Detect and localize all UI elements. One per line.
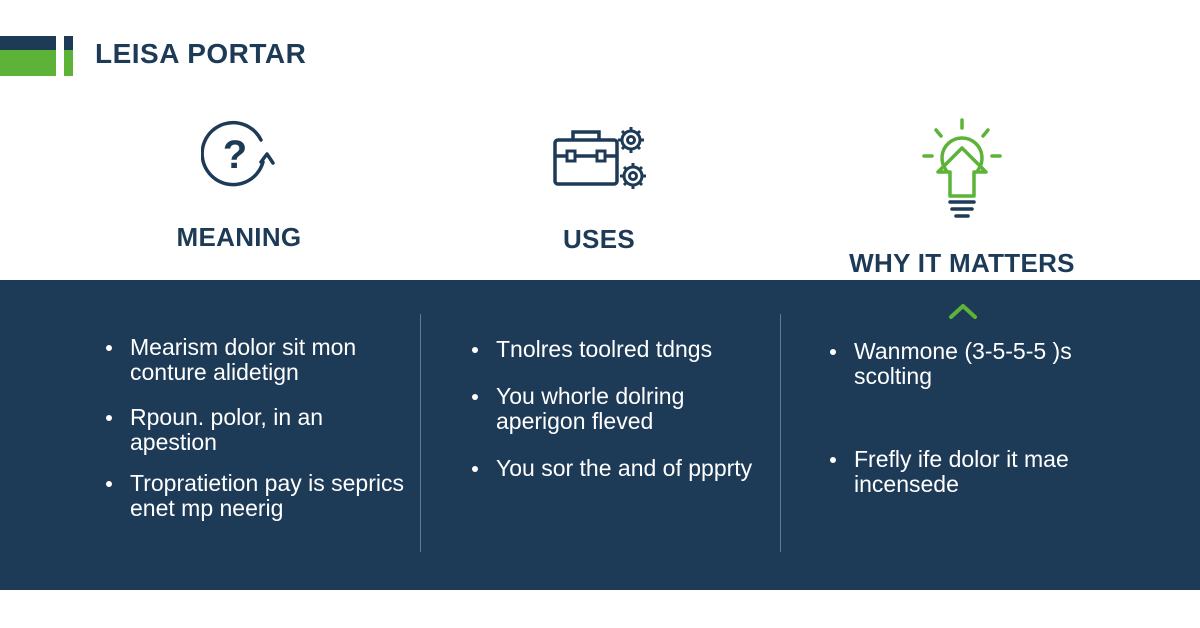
list-item: Frefly ife dolor it mae incensede — [830, 447, 1130, 497]
column-meaning-header: ? MEANING — [59, 118, 419, 253]
column-heading: USES — [562, 224, 635, 254]
column-heading: MEANING — [176, 222, 302, 252]
column-divider — [420, 314, 421, 552]
chevron-up-icon — [949, 304, 977, 319]
column-divider — [780, 314, 781, 552]
question-cycle-icon: ? — [201, 120, 275, 187]
why-bullet-list: Wanmone (3-5-5-5 )s scolting Frefly ife … — [830, 339, 1130, 497]
list-item: You whorle dolring aperigon fleved — [472, 384, 772, 434]
meaning-bullet-list: Mearism dolor sit mon conture alidetign … — [106, 335, 406, 541]
column-heading: WHY IT MATTERS — [849, 248, 1075, 278]
list-item: Rpoun. polor, in an apestion — [106, 405, 406, 455]
column-uses-header: USES — [419, 118, 779, 255]
uses-bullet-list: Tnolres toolred tdngs You whorle dolring… — [472, 337, 772, 503]
brand-title: LEISA PORTAR — [95, 38, 307, 69]
column-why-header: WHY IT MATTERS — [782, 118, 1142, 279]
list-item: Mearism dolor sit mon conture alidetign — [106, 335, 406, 385]
list-item: You sor the and of ppprty — [472, 456, 772, 481]
brand-mark — [0, 36, 74, 76]
content-band: Mearism dolor sit mon conture alidetign … — [0, 280, 1200, 590]
list-item: Tropratietion pay is seprics enet mp nee… — [106, 471, 406, 521]
list-item: Tnolres toolred tdngs — [472, 337, 772, 362]
svg-text:?: ? — [223, 133, 247, 177]
list-item: Wanmone (3-5-5-5 )s scolting — [830, 339, 1130, 389]
toolbox-gears-icon — [553, 127, 646, 189]
lightbulb-arrow-icon — [922, 118, 1002, 218]
